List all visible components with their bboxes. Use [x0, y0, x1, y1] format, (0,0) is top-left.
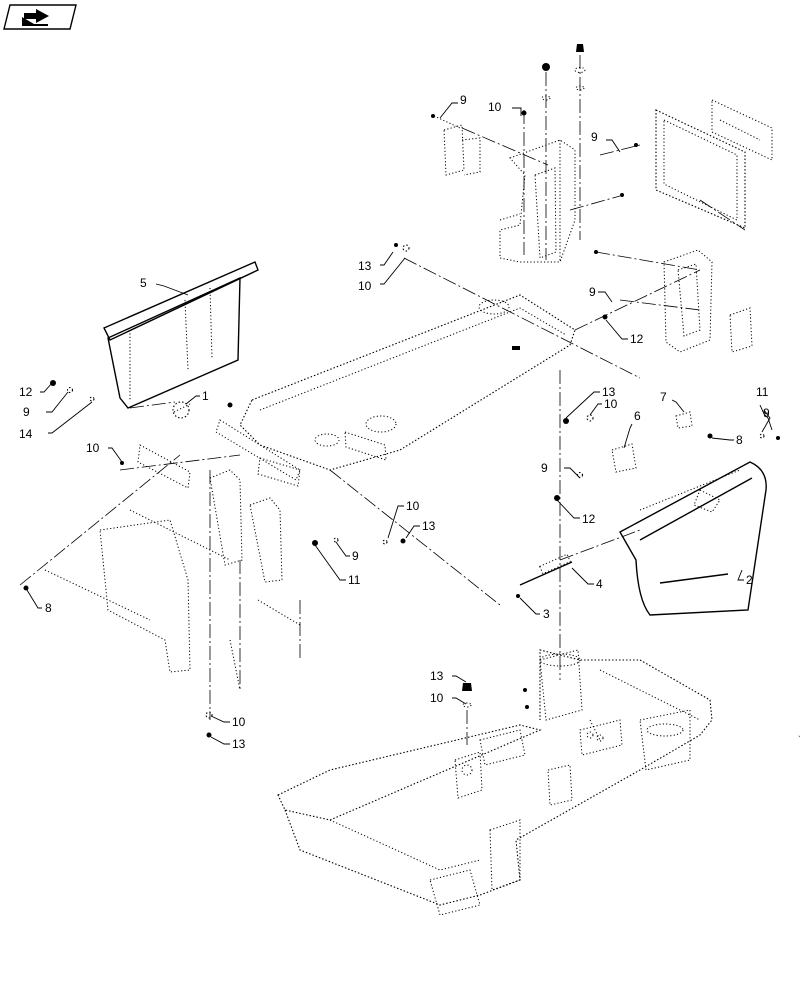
part-label: 10 [358, 279, 372, 293]
left-lower-rails [19, 419, 301, 720]
page-forward-arrow-icon [22, 9, 49, 26]
upper-mount-bracket-assembly [431, 44, 641, 263]
bolt-stack-right [574, 44, 586, 240]
part-label: 10 [430, 691, 444, 705]
part-label: 12 [630, 332, 644, 346]
part-label: 9 [352, 549, 359, 563]
part-label: 7 [660, 390, 667, 404]
part-label: 6 [634, 409, 641, 423]
left-side-panel [103, 261, 259, 409]
knob-part [172, 401, 191, 419]
page-nav-badge[interactable] [3, 4, 77, 30]
part-label: 13 [358, 259, 372, 273]
gas-strut [516, 553, 573, 598]
part-label: 10 [232, 715, 246, 729]
corner-mark: ` [798, 735, 801, 744]
part-label: 10 [604, 397, 618, 411]
part-label: 10 [86, 441, 100, 455]
part-label: 11 [348, 573, 361, 587]
part-labels: 9 10 9 13 10 5 9 12 12 9 14 1 13 11 10 7… [19, 93, 770, 751]
right-hinge-bracket [594, 249, 753, 353]
right-side-panel [559, 461, 767, 616]
fasteners [23, 243, 780, 745]
window-panel [655, 99, 773, 231]
part-label: 8 [45, 601, 52, 615]
part-label: 10 [488, 100, 502, 114]
part-label: 12 [582, 512, 596, 526]
part-label: 1 [202, 389, 209, 403]
floor-panel [239, 257, 701, 680]
part-label: 14 [19, 427, 33, 441]
leader-lines [26, 102, 773, 745]
part-label: 10 [406, 499, 420, 513]
part-label: 5 [140, 276, 147, 290]
part-label: 12 [19, 385, 33, 399]
part-label: 9 [541, 461, 548, 475]
part-label: 4 [596, 577, 603, 591]
part-label: 13 [232, 737, 246, 751]
part-label: 2 [746, 573, 753, 587]
part-label: 11 [756, 385, 769, 399]
part-label: 8 [736, 433, 743, 447]
part-label: 13 [422, 519, 436, 533]
part-label: 13 [430, 669, 444, 683]
part-label: 9 [591, 130, 598, 144]
part-label: 9 [589, 285, 596, 299]
part-label: 9 [460, 93, 467, 107]
part-label: 9 [23, 405, 30, 419]
latch-assembly [611, 411, 693, 473]
part-label: 13 [602, 385, 616, 399]
chassis-frame [277, 649, 713, 916]
bolt-stack-left [541, 63, 551, 260]
part-label: 3 [543, 607, 550, 621]
part-label: 9 [763, 406, 770, 420]
